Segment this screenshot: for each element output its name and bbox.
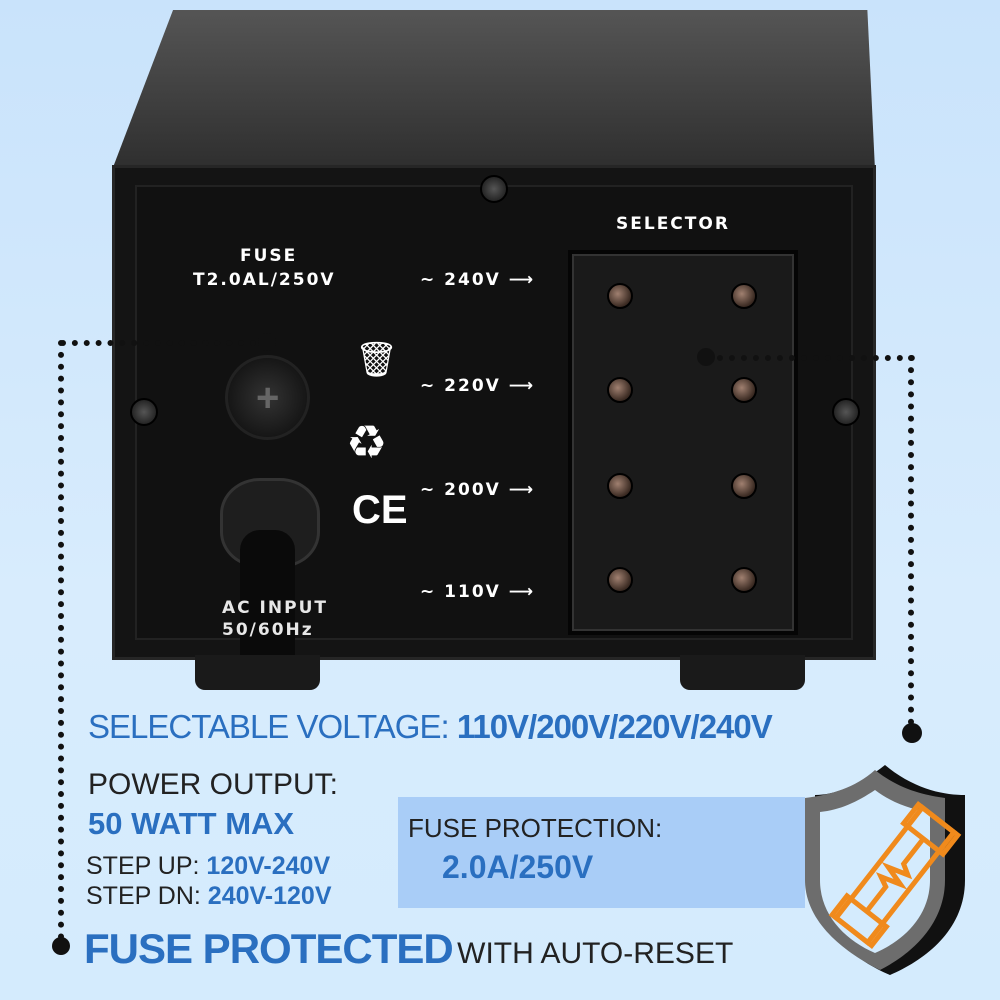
- voltage-label-240: ~ 240V ⟶: [420, 270, 536, 290]
- device-top: [112, 10, 875, 170]
- screw-icon: [480, 175, 508, 203]
- fuse-rating: T2.0AL/250V: [193, 270, 336, 290]
- device-foot: [680, 655, 805, 690]
- weee-bin-icon: 🗑: [355, 341, 399, 379]
- fuse-protection-value: 2.0A/250V: [442, 849, 594, 885]
- selectable-voltage: SELECTABLE VOLTAGE: 110V/200V/220V/240V: [88, 708, 773, 745]
- step-dn: STEP DN: 240V-120V: [86, 882, 332, 910]
- callout-line: [705, 355, 915, 361]
- callout-line: [58, 340, 64, 940]
- power-output-value: 50 WATT MAX: [88, 806, 295, 841]
- callout-dot: [902, 723, 922, 743]
- frequency-label: 50/60Hz: [222, 620, 314, 640]
- screw-icon: +: [256, 376, 280, 420]
- selector-socket: [731, 377, 757, 403]
- selector-socket: [607, 283, 633, 309]
- selector-label: SELECTOR: [616, 214, 730, 234]
- headline: FUSE PROTECTED WITH AUTO-RESET: [84, 925, 734, 972]
- selector-socket: [731, 283, 757, 309]
- shield-fuse-icon: [805, 765, 965, 975]
- fuse-protection-box: FUSE PROTECTION: 2.0A/250V: [398, 797, 805, 908]
- selector-socket: [607, 473, 633, 499]
- power-output-label: POWER OUTPUT:: [88, 768, 339, 801]
- callout-dot: [697, 348, 715, 366]
- selector-socket: [607, 377, 633, 403]
- fuse-label: FUSE: [240, 246, 298, 266]
- voltage-selector: [568, 250, 798, 635]
- callout-dot: [258, 333, 276, 351]
- callout-line: [60, 340, 268, 346]
- screw-icon: [130, 398, 158, 426]
- fuse-holder: +: [225, 355, 310, 440]
- selector-socket: [731, 473, 757, 499]
- ac-input-label: AC INPUT: [222, 598, 328, 618]
- voltage-label-110: ~ 110V ⟶: [420, 582, 536, 602]
- voltage-label-220: ~ 220V ⟶: [420, 376, 536, 396]
- voltage-label-200: ~ 200V ⟶: [420, 480, 536, 500]
- callout-dot: [52, 937, 70, 955]
- step-up: STEP UP: 120V-240V: [86, 852, 331, 880]
- screw-icon: [832, 398, 860, 426]
- callout-line: [908, 355, 914, 725]
- recycle-icon: ♻: [346, 416, 388, 468]
- selector-socket: [607, 567, 633, 593]
- ce-mark-icon: CE: [352, 488, 408, 532]
- fuse-protection-label: FUSE PROTECTION:: [408, 813, 663, 843]
- selector-socket: [731, 567, 757, 593]
- device-foot: [195, 655, 320, 690]
